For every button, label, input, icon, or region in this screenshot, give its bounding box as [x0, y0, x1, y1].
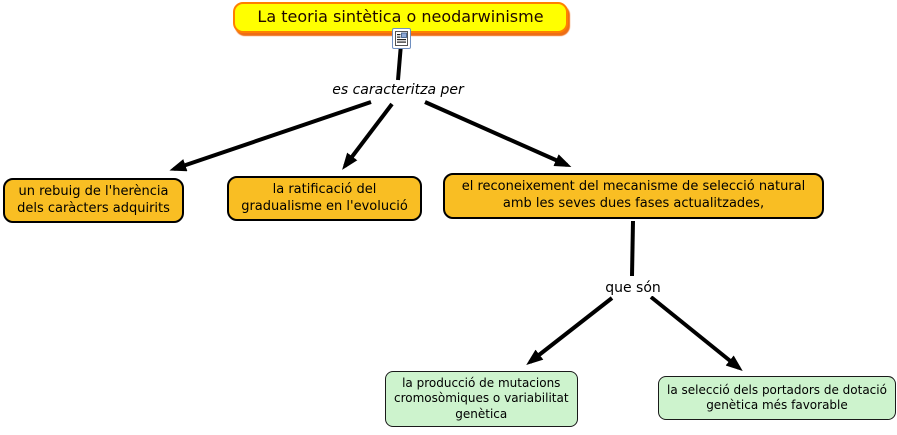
document-resource-icon[interactable]: [392, 28, 411, 49]
branch-label: un rebuig de l'herència dels caràcters a…: [17, 184, 170, 216]
leaf-label: la producció de mutacions cromosòmiques …: [394, 376, 569, 421]
linking-phrase-characterize[interactable]: es caracteritza per: [329, 82, 467, 98]
node-branch-rebuig[interactable]: un rebuig de l'herència dels caràcters a…: [3, 178, 184, 224]
node-leaf-seleccio-portadors[interactable]: la selecció dels portadors de dotació ge…: [658, 376, 896, 420]
node-branch-reconeixement[interactable]: el reconeixement del mecanisme de selecc…: [443, 173, 824, 219]
edge-characterize-to-branch-2: [342, 102, 394, 170]
node-branch-ratificacio[interactable]: la ratificació del gradualisme en l'evol…: [227, 176, 422, 222]
node-leaf-produccio-mutacions[interactable]: la producció de mutacions cromosòmiques …: [385, 371, 578, 428]
root-concept-label: La teoria sintètica o neodarwinisme: [257, 7, 544, 27]
branch-label: la ratificació del gradualisme en l'evol…: [241, 182, 408, 214]
edge-whichare-to-leaf-2: [649, 295, 743, 372]
edge-whichare-to-leaf-1: [526, 296, 614, 365]
edge-branch-3-to-whichare: [630, 220, 635, 277]
edge-characterize-to-branch-3: [424, 100, 572, 167]
edge-root-to-characterize: [396, 43, 403, 81]
edge-characterize-to-branch-1: [169, 100, 372, 172]
linking-phrase-which-are[interactable]: que són: [602, 280, 664, 296]
branch-label: el reconeixement del mecanisme de selecc…: [461, 179, 806, 211]
leaf-label: la selecció dels portadors de dotació ge…: [667, 382, 887, 412]
node-root-concept[interactable]: La teoria sintètica o neodarwinisme: [233, 2, 568, 33]
